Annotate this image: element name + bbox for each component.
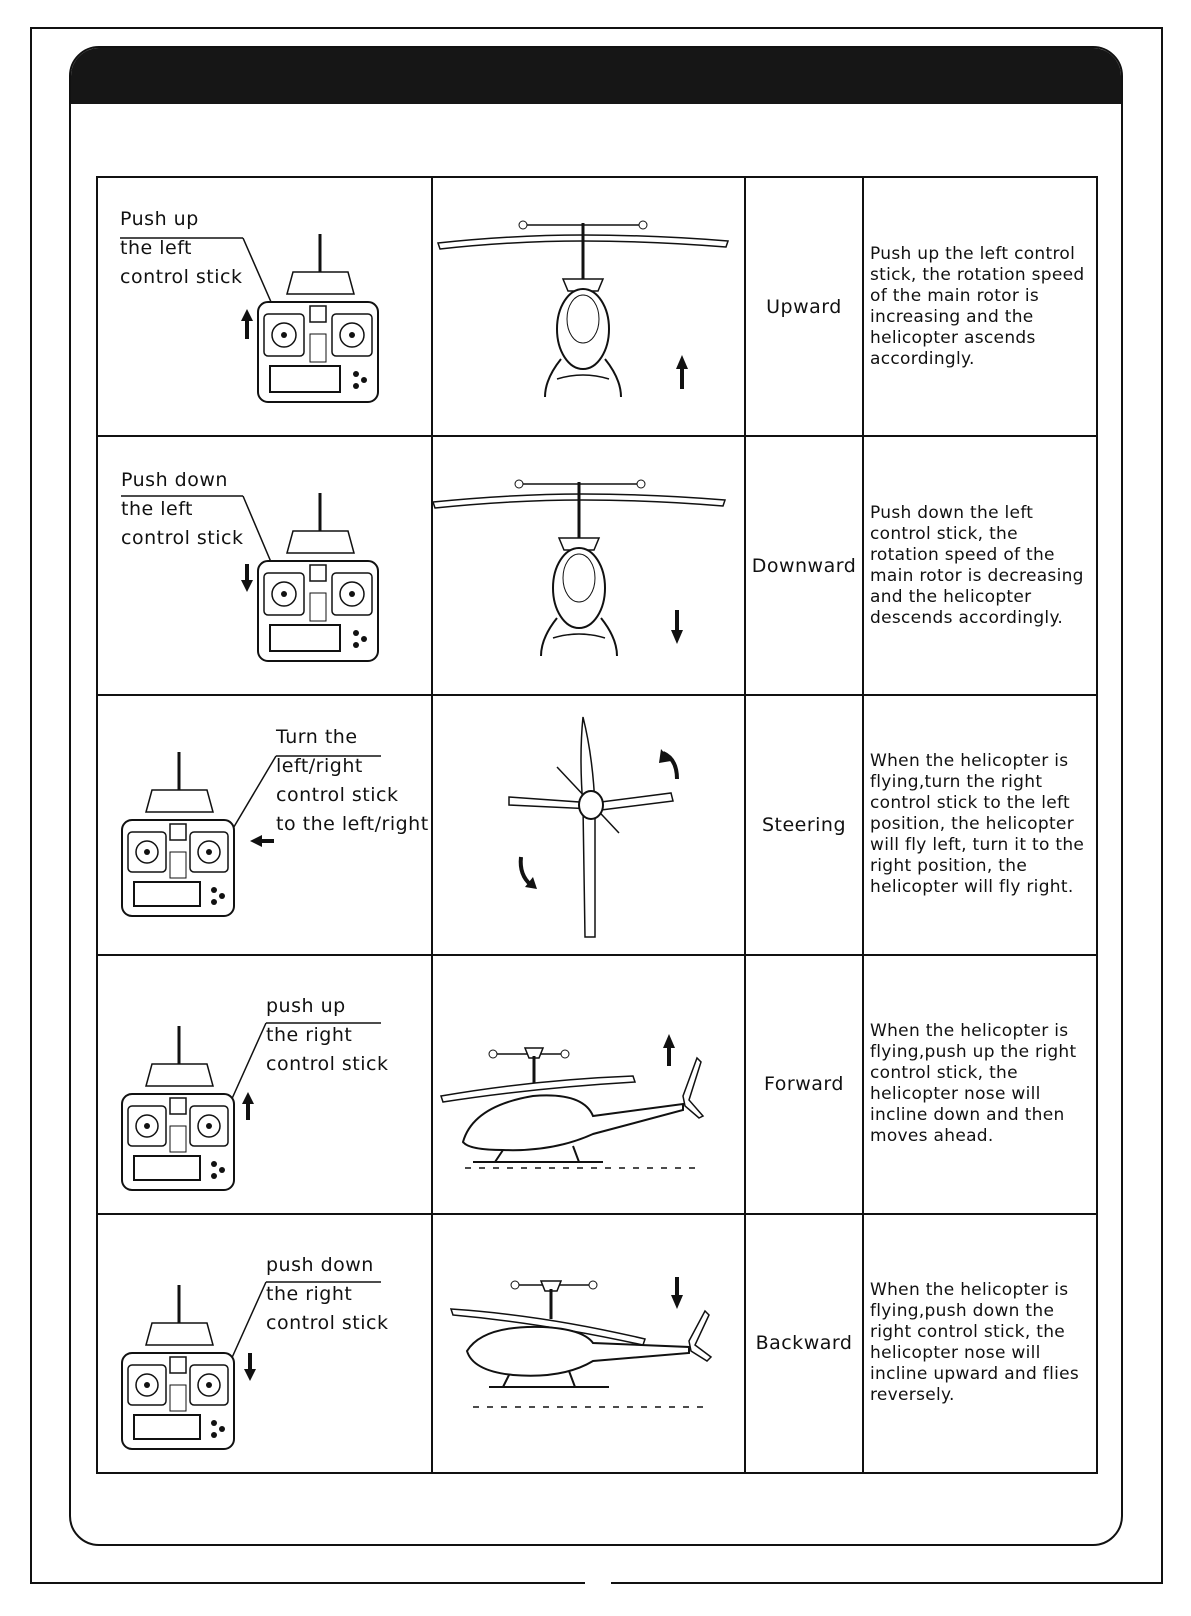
action-name: Forward	[744, 953, 864, 1215]
helicopter-cell	[431, 175, 746, 438]
helicopter-cell	[431, 953, 746, 1215]
helicopter-cell	[431, 435, 746, 697]
action-description: When the helicopter is flying,push up th…	[862, 953, 1098, 1215]
transmitter-icon	[121, 1026, 235, 1192]
action-name: Steering	[744, 694, 864, 956]
helicopter-top-illustration	[508, 716, 679, 938]
transmitter-icon	[121, 751, 235, 917]
helicopter-side-illustration	[440, 1034, 705, 1169]
helicopter-front-illustration	[436, 220, 730, 397]
helicopter-front-illustration	[433, 479, 727, 656]
transmitter-icon	[257, 233, 379, 403]
transmitter-icon	[257, 492, 379, 662]
helicopter-cell	[431, 1212, 746, 1475]
action-description: Push down the left control stick, the ro…	[862, 435, 1098, 697]
action-description: When the helicopter is flying,push down …	[862, 1212, 1098, 1475]
transmitter-illustration	[120, 233, 379, 403]
action-name: Upward	[744, 175, 864, 438]
helicopter-side-illustration	[449, 1277, 713, 1409]
transmitter-illustration	[121, 492, 379, 662]
action-description: When the helicopter is flying,turn the r…	[862, 694, 1098, 956]
transmitter-illustration	[121, 1281, 381, 1451]
content-panel	[69, 46, 1123, 1546]
transmitter-illustration	[121, 751, 381, 917]
helicopter-cell	[431, 694, 746, 956]
action-name: Backward	[744, 1212, 864, 1475]
transmitter-icon	[121, 1285, 235, 1451]
transmitter-illustration	[121, 1022, 381, 1192]
action-description: Push up the left control stick, the rota…	[862, 175, 1098, 438]
page-number-gap	[585, 1578, 611, 1590]
action-name: Downward	[744, 435, 864, 697]
section-header-bar	[71, 48, 1121, 104]
